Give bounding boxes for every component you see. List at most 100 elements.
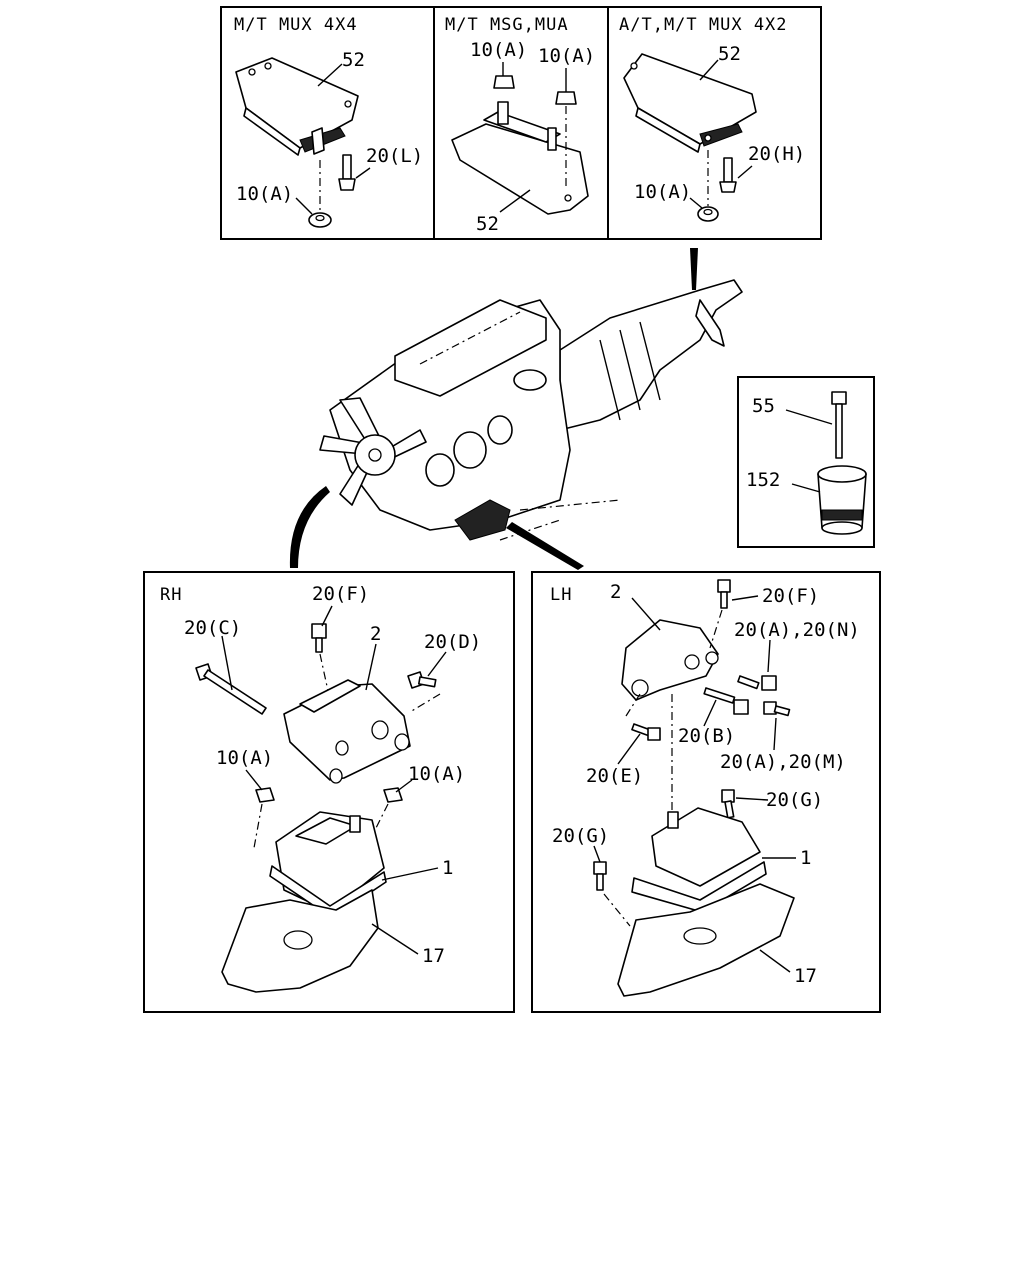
- lh-border: [531, 571, 881, 1013]
- callout-10A: 10(A): [634, 181, 691, 203]
- callout-152: 152: [746, 469, 780, 491]
- lh-header: LH: [550, 585, 572, 605]
- callout-20H: 20(H): [748, 143, 805, 165]
- bolt-20F: [311, 623, 327, 653]
- nut-10A-left: [255, 787, 275, 803]
- leader-20C: [221, 635, 233, 691]
- callout-20L: 20(L): [366, 145, 423, 167]
- callout-10A-right: 10(A): [408, 763, 465, 785]
- mount-bracket-52: [623, 53, 757, 153]
- callout-2: 2: [370, 623, 381, 645]
- bolt-20A-20M: [763, 701, 791, 717]
- section-header: M/T MUX 4X4: [234, 15, 358, 35]
- engine-transmission-illustration: [319, 279, 743, 541]
- callout-52: 52: [476, 213, 499, 235]
- leader-17: [371, 923, 419, 955]
- leader-10A-right: [395, 779, 413, 793]
- leader-20D: [427, 651, 447, 677]
- callout-17: 17: [422, 945, 445, 967]
- bolt-20B: [703, 687, 749, 715]
- pointer-arrow-lh: [506, 522, 584, 570]
- leader-20B: [703, 699, 717, 727]
- callout-20F: 20(F): [312, 583, 369, 605]
- top-variants-panel: M/T MUX 4X4 52 20(L) 10(A): [220, 6, 822, 240]
- callout-20C: 20(C): [184, 617, 241, 639]
- bolt-20F: [717, 579, 731, 609]
- leader-20A-20N: [767, 639, 771, 673]
- bracket-2: [283, 679, 411, 784]
- centerline: [371, 803, 389, 837]
- bolt-20G-lower: [593, 861, 607, 891]
- centerlines: [499, 499, 621, 541]
- leader-20H: [737, 165, 753, 179]
- inset-border: [737, 376, 875, 548]
- oil-cap: [513, 369, 547, 391]
- bolt-20C: [195, 663, 267, 715]
- leader-20A-20M: [773, 717, 777, 751]
- callout-52: 52: [718, 43, 741, 65]
- bolt-20A-20N: [737, 675, 777, 691]
- damper-152: [817, 465, 867, 535]
- callout-10A-left: 10(A): [216, 747, 273, 769]
- leader-52: [317, 63, 343, 87]
- mount-bracket-52: [235, 57, 359, 156]
- bolt-20G-upper: [721, 789, 735, 819]
- leader-152: [791, 483, 821, 493]
- callout-10A: 10(A): [236, 183, 293, 205]
- leader-17: [759, 949, 791, 973]
- nut-10A-left: [493, 75, 515, 89]
- mount-bracket-52: [451, 101, 589, 215]
- plate-17: [221, 889, 379, 993]
- rh-border: [143, 571, 515, 1013]
- callout-20G-lower: 20(G): [552, 825, 609, 847]
- transmission-ribs: [599, 321, 661, 421]
- cooling-fan: [319, 397, 427, 506]
- lh-panel: LH 2 20(F) 20(A),20(N) 20: [531, 571, 881, 1013]
- leader-2: [631, 597, 661, 631]
- leader-2: [365, 643, 377, 691]
- engine-mount-highlight: [454, 499, 511, 541]
- callout-17: 17: [794, 965, 817, 987]
- pointer-arrow-rh: [289, 486, 330, 568]
- centerline: [625, 693, 641, 717]
- bracket-2: [621, 619, 719, 701]
- bolt-55: [831, 391, 847, 459]
- valve-cover: [394, 299, 547, 397]
- leader-10A: [689, 197, 703, 209]
- section-at-mt-mux-4x2: A/T,M/T MUX 4X2 52 20(H) 10(A): [619, 15, 805, 222]
- pointer-arrow-top: [690, 248, 698, 290]
- leader-52: [499, 189, 531, 213]
- callout-20G-upper: 20(G): [766, 789, 823, 811]
- callout-10A-right: 10(A): [538, 45, 595, 67]
- section-mt-mux-4x4: M/T MUX 4X4 52 20(L) 10(A): [234, 15, 423, 228]
- centerline: [709, 609, 723, 649]
- centerline: [253, 803, 263, 849]
- pulleys: [425, 415, 513, 487]
- section-mt-msg-mua: M/T MSG,MUA 10(A) 10(A) 52: [445, 15, 595, 235]
- leader-52: [699, 59, 719, 81]
- callout-1: 1: [800, 847, 811, 869]
- bolt-20D: [407, 671, 437, 689]
- bolt-20L: [338, 154, 356, 191]
- callout-20E: 20(E): [586, 765, 643, 787]
- nut-10A: [308, 212, 332, 228]
- leader-1: [381, 867, 439, 881]
- mount-1: [631, 807, 767, 913]
- transmission-housing: [559, 279, 743, 431]
- callout-1: 1: [442, 857, 453, 879]
- top-panel-border: [220, 6, 822, 240]
- callout-20A-20N: 20(A),20(N): [734, 619, 860, 641]
- leader-20G-lower: [593, 845, 601, 863]
- centerline: [603, 893, 631, 927]
- leader-10A: [295, 197, 313, 215]
- callout-55: 55: [752, 395, 775, 417]
- valve-cover-line: [419, 311, 521, 365]
- centerline: [409, 693, 441, 713]
- bolt-20E: [631, 723, 661, 741]
- leader-20G-upper: [735, 797, 769, 801]
- section-header: A/T,M/T MUX 4X2: [619, 15, 788, 35]
- callout-20A-20M: 20(A),20(M): [720, 751, 846, 773]
- callout-52: 52: [342, 49, 365, 71]
- callout-2: 2: [610, 581, 621, 603]
